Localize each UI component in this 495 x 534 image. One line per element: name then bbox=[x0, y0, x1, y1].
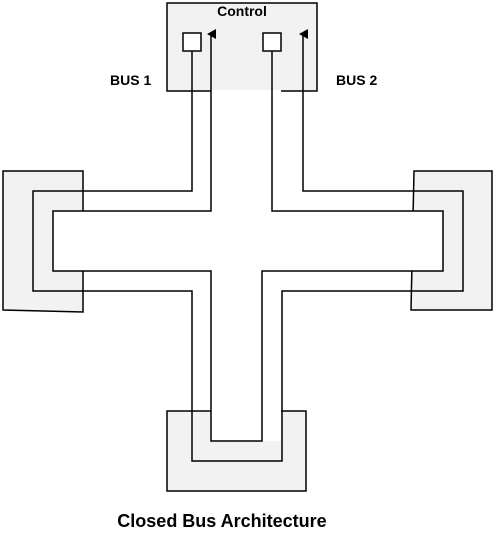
bus-cross-area bbox=[53, 90, 443, 441]
bus2-label: BUS 2 bbox=[336, 72, 378, 88]
bus1-line bbox=[32, 29, 464, 462]
bus1-label: BUS 1 bbox=[110, 72, 152, 88]
module-left bbox=[2, 170, 84, 313]
control-port-right bbox=[262, 32, 282, 52]
diagram-caption: Closed Bus Architecture bbox=[117, 511, 327, 531]
control-port-left bbox=[182, 32, 202, 52]
bus2-line bbox=[52, 29, 444, 442]
control-label: Control bbox=[217, 3, 267, 19]
